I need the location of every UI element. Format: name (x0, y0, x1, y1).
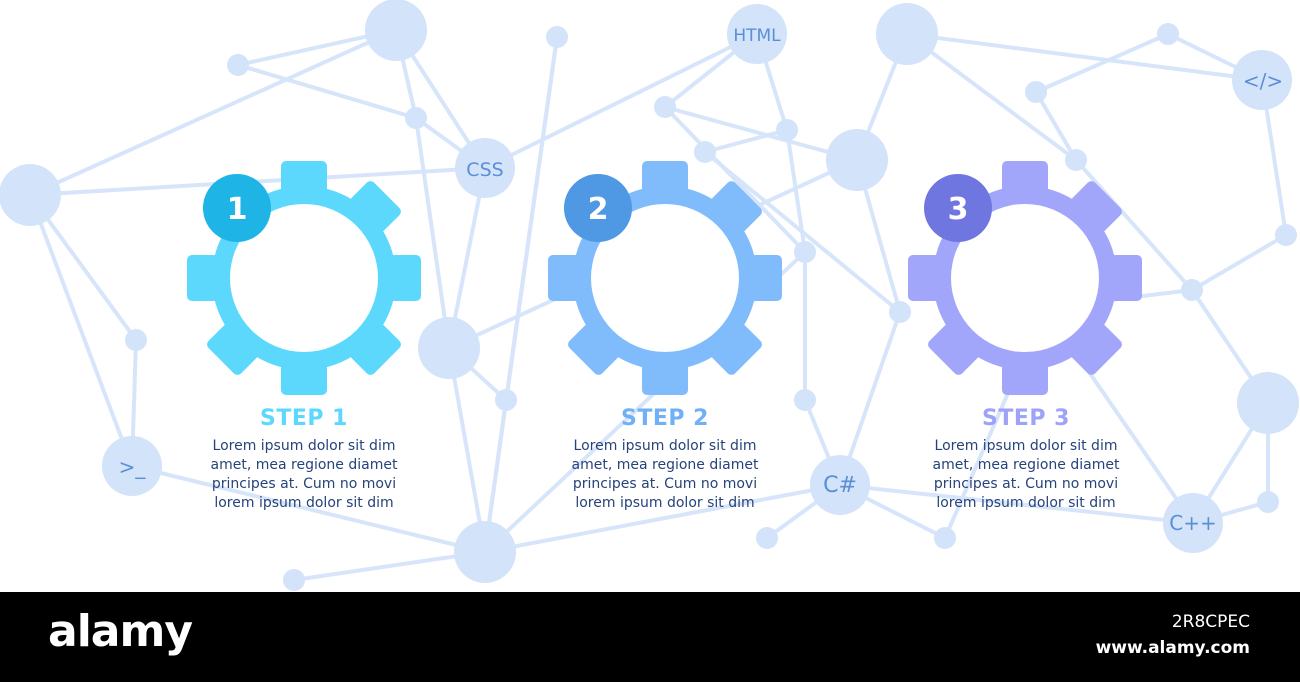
step-2-badge (564, 174, 632, 242)
network-edge (131, 464, 486, 554)
step-3-badge (924, 174, 992, 242)
step-2-title: STEP 2 (621, 406, 709, 431)
step-3-number: 3 (948, 192, 969, 227)
network-edge (484, 32, 758, 170)
alamy-logo: alamy (48, 606, 193, 657)
network-node (454, 521, 516, 583)
network-node (826, 129, 888, 191)
network-node (418, 317, 480, 379)
network-node (283, 569, 305, 591)
network-edge (703, 150, 902, 314)
network-node (1025, 81, 1047, 103)
network-node (934, 527, 956, 549)
network-edge (839, 483, 1194, 525)
network-node (776, 119, 798, 141)
network-node (876, 3, 938, 65)
network-edge (906, 32, 1263, 82)
network-node (546, 26, 568, 48)
network-labels: HTML CSS </> >_ C# C++ (119, 26, 1284, 535)
network-edge (29, 28, 397, 197)
network-edge (504, 36, 559, 401)
css-node-label: CSS (466, 159, 503, 181)
gear-3-icon (908, 161, 1142, 395)
gear-2: 2 (548, 161, 782, 395)
step-2-number: 2 (588, 192, 609, 227)
network-edge (293, 550, 486, 582)
network-edge (447, 347, 487, 553)
network-node (455, 138, 515, 198)
gear-1-icon (187, 161, 421, 395)
code-node-label: </> (1243, 69, 1283, 93)
network-edge (28, 194, 134, 467)
gear-3: 3 (908, 161, 1142, 395)
network-node (1065, 149, 1087, 171)
step-3-block: STEP 3 Lorem ipsum dolor sit dim amet, m… (906, 406, 1146, 513)
network-node (0, 164, 61, 226)
step-1-badge (203, 174, 271, 242)
network-node (125, 329, 147, 351)
html-node-label: HTML (733, 26, 781, 46)
gear-1: 1 (187, 161, 421, 395)
network-node (495, 389, 517, 411)
step-2-block: STEP 2 Lorem ipsum dolor sit dim amet, m… (545, 406, 785, 513)
step-3-description: Lorem ipsum dolor sit dim amet, mea regi… (932, 438, 1120, 511)
network-node (654, 96, 676, 118)
terminal-node-label: >_ (119, 455, 147, 479)
network-node (1237, 372, 1299, 434)
network-node (810, 455, 870, 515)
step-3-title: STEP 3 (982, 406, 1070, 431)
network-edge (838, 311, 902, 486)
network-node (1232, 50, 1292, 110)
network-edge (664, 105, 858, 162)
network-node (227, 54, 249, 76)
network-edge (1190, 233, 1288, 292)
step-2-description: Lorem ipsum dolor sit dim amet, mea regi… (571, 438, 759, 511)
site-url: www.alamy.com (1095, 638, 1250, 658)
network-nodes (0, 0, 1299, 591)
network-edge (1035, 32, 1169, 94)
network-node (727, 4, 787, 64)
step-1-description: Lorem ipsum dolor sit dim amet, mea regi… (210, 438, 398, 511)
infographic: HTML CSS </> >_ C# C++ 1 2 3 (0, 0, 1299, 591)
network-edge (663, 105, 807, 254)
step-1-title: STEP 1 (260, 406, 348, 431)
image-id: 2R8CPEC (1171, 612, 1250, 632)
network-node (1275, 224, 1297, 246)
network-node (694, 141, 716, 163)
network-node (1257, 491, 1279, 513)
network-edge (414, 117, 451, 349)
step-1-block: STEP 1 Lorem ipsum dolor sit dim amet, m… (184, 406, 424, 513)
network-node (794, 241, 816, 263)
network-edge (237, 63, 417, 120)
network-node (756, 527, 778, 549)
network-edge (905, 32, 1078, 162)
cpp-node-label: C++ (1169, 511, 1216, 535)
network-node (1157, 23, 1179, 45)
network-edge (484, 483, 841, 554)
network-node (1163, 493, 1223, 553)
watermark-footer: alamy 2R8CPEC www.alamy.com (0, 592, 1300, 682)
network-node (794, 389, 816, 411)
step-1-number: 1 (227, 192, 248, 227)
network-node (102, 436, 162, 496)
network-background: HTML CSS </> >_ C# C++ 1 2 3 (0, 0, 1299, 591)
network-node (1181, 279, 1203, 301)
network-edge (1034, 90, 1078, 162)
network-node (365, 0, 427, 61)
network-edge (704, 128, 788, 154)
network-node (405, 107, 427, 129)
csharp-node-label: C# (823, 473, 857, 498)
gear-2-icon (548, 161, 782, 395)
network-node (889, 301, 911, 323)
network-edge (1074, 158, 1194, 292)
